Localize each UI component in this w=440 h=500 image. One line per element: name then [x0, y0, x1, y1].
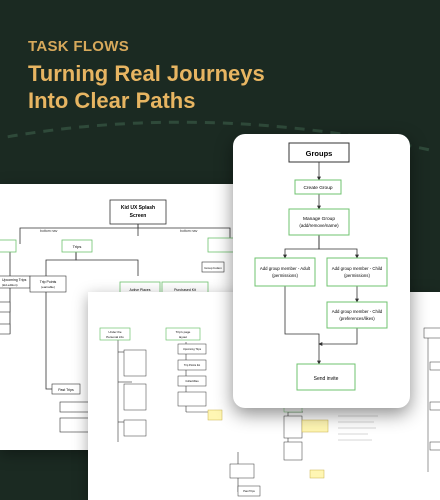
edge-label-left: bottom nav	[40, 229, 58, 233]
groups-flow-diagram: Groups Create Group Manage Group (add/re…	[254, 142, 388, 391]
node-purchased-label: Purchased Kit	[174, 288, 196, 292]
page-title: Turning Real Journeys Into Clear Paths	[28, 60, 408, 114]
front-node-create-label: Create Group	[303, 185, 332, 191]
front-node-manage	[288, 208, 350, 236]
node-past-trips	[51, 383, 81, 395]
node-past-trips-label: Past Trips	[58, 388, 74, 392]
front-node-groups-label: Groups	[306, 149, 333, 158]
mid-node-e-label: Collectibles	[185, 379, 199, 383]
edge-label-right: bottom nav	[180, 229, 198, 233]
mid-node-c	[177, 343, 207, 355]
front-node-child-label: Add group member - Child	[332, 266, 383, 271]
front-node-child2-label: Add group member - Child	[332, 309, 383, 314]
mid-node-b-label: Trip's page	[176, 330, 191, 334]
node-trip-points	[29, 275, 67, 293]
front-node-send-invite	[296, 363, 356, 391]
node-root	[109, 199, 167, 225]
front-node-child	[326, 257, 388, 287]
mid-node-b	[165, 327, 201, 341]
node-trip-points-sub: (earnable)	[41, 285, 55, 289]
eyebrow-label: TASK FLOWS	[28, 38, 130, 55]
node-group-button-label: Group button	[204, 266, 222, 270]
mid-node-f	[237, 485, 261, 497]
node-active-places-label: Active Places	[129, 288, 150, 292]
mid-node-c-label: Upcoming Trips	[183, 347, 202, 351]
front-node-child-sub: (permissions)	[344, 273, 370, 278]
mid-note	[207, 409, 223, 421]
front-node-manage-label: Manage Group	[303, 216, 335, 222]
node-trips	[61, 239, 93, 253]
flow-sheet-front: Groups Create Group Manage Group (add/re…	[233, 134, 410, 408]
front-node-adult-sub: (permissions)	[272, 273, 298, 278]
front-node-create	[294, 179, 342, 195]
mid-node-b-sub: layout	[179, 335, 187, 339]
front-node-child2	[326, 301, 388, 329]
mid-node-e	[177, 375, 207, 387]
mid-node-f-label: Past Trips	[243, 489, 255, 493]
mid-node-a-label: Under the	[108, 330, 122, 334]
mid-node-d	[177, 359, 207, 371]
node-group-button	[201, 261, 225, 273]
front-node-adult-label: Add group member - Adult	[260, 266, 311, 271]
mid-node-d-label: Trip Points list	[184, 363, 200, 367]
title-line-2: Into Clear Paths	[28, 88, 196, 113]
node-upcoming-label: Upcoming Trips	[2, 278, 27, 282]
node-upcoming-sub: (kid edition)	[2, 283, 18, 287]
node-left-stub	[0, 239, 17, 253]
node-trip-points-label: Trip Points	[40, 280, 57, 284]
mid-flow-diagram: Under the Personal info Trip's page layo…	[99, 327, 440, 497]
front-node-send-invite-label: Send invite	[314, 376, 339, 382]
front-node-manage-sub: (add/remove/name)	[299, 223, 339, 228]
mid-node-a	[99, 327, 131, 341]
front-node-groups	[288, 142, 350, 163]
node-root-label-2: Screen	[130, 213, 147, 219]
mid-node-a-sub: Personal info	[106, 335, 124, 339]
node-trips-label: Trips	[73, 244, 82, 249]
title-line-1: Turning Real Journeys	[28, 61, 265, 86]
front-node-adult	[254, 257, 316, 287]
node-root-label: Kid UX Splash	[121, 205, 155, 211]
front-node-child2-sub: (preferences/likes)	[339, 316, 375, 321]
